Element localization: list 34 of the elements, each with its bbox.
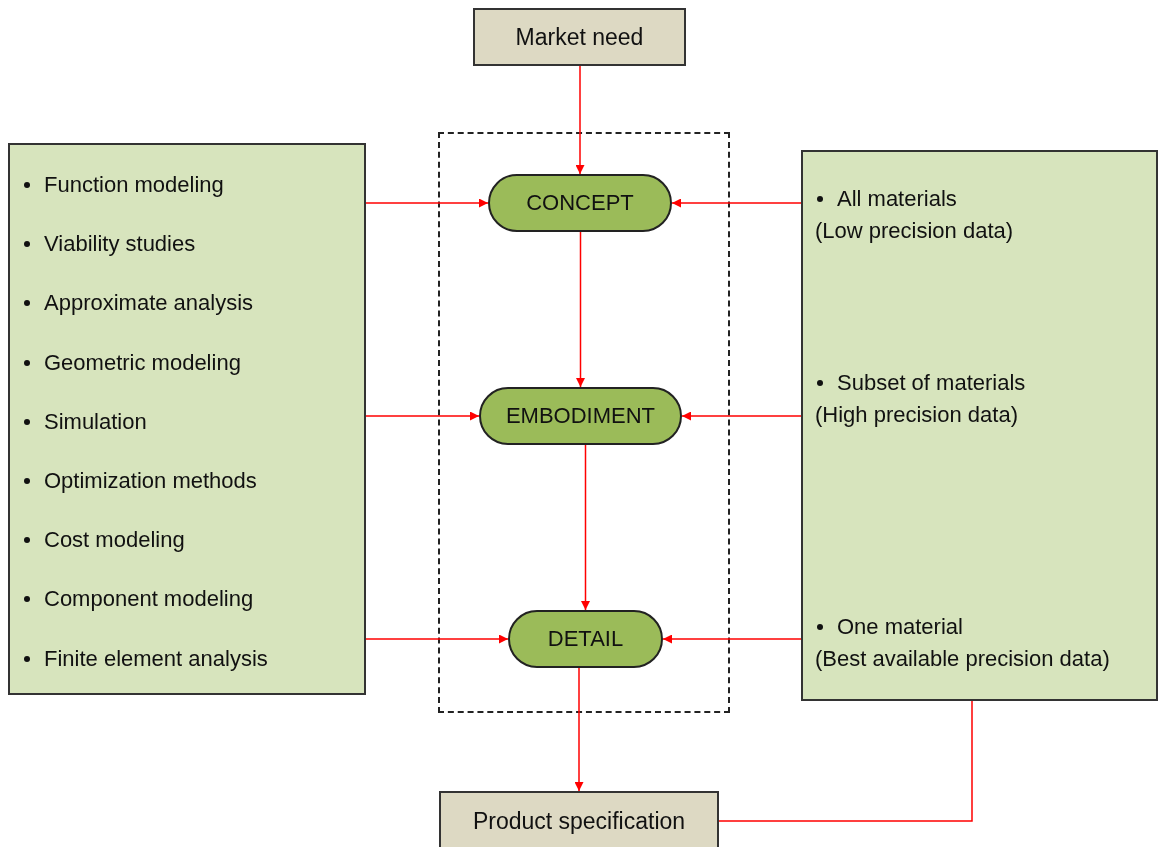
list-item: All materials bbox=[837, 185, 957, 213]
list-item: Viability studies bbox=[44, 230, 196, 259]
list-item: (Best available precision data) bbox=[815, 645, 1110, 673]
list-item: Geometric modeling bbox=[44, 348, 241, 377]
arrow bbox=[576, 231, 585, 388]
arrow bbox=[365, 634, 509, 644]
list-item: Cost modeling bbox=[44, 526, 185, 555]
arrow bbox=[574, 667, 584, 792]
list-item: Component modeling bbox=[44, 585, 254, 614]
arrow bbox=[671, 198, 802, 208]
arrow bbox=[581, 444, 590, 611]
connector-line bbox=[718, 700, 973, 822]
arrow bbox=[575, 65, 585, 175]
stage-pill: EMBODIMENT bbox=[479, 387, 682, 445]
process-box: Product specification bbox=[439, 791, 719, 847]
list-item: Subset of materials bbox=[837, 369, 1026, 397]
list-item: Optimization methods bbox=[44, 467, 257, 495]
dashed-group-frame bbox=[438, 132, 730, 713]
list-item: Finite element analysis bbox=[44, 644, 268, 673]
list-item: (Low precision data) bbox=[815, 217, 1014, 245]
arrow bbox=[365, 198, 489, 208]
materials-panel bbox=[801, 150, 1158, 701]
process-box: Market need bbox=[473, 8, 686, 66]
arrow bbox=[365, 411, 480, 421]
arrow bbox=[662, 634, 802, 644]
arrow bbox=[681, 411, 802, 421]
list-item: (High precision data) bbox=[815, 401, 1018, 429]
list-item: Simulation bbox=[44, 407, 147, 436]
stage-pill: DETAIL bbox=[508, 610, 663, 668]
tools-panel bbox=[8, 143, 366, 695]
list-item: Function modeling bbox=[44, 171, 224, 199]
list-item: One material bbox=[837, 613, 963, 641]
list-item: Approximate analysis bbox=[44, 289, 254, 318]
stage-pill: CONCEPT bbox=[488, 174, 672, 232]
